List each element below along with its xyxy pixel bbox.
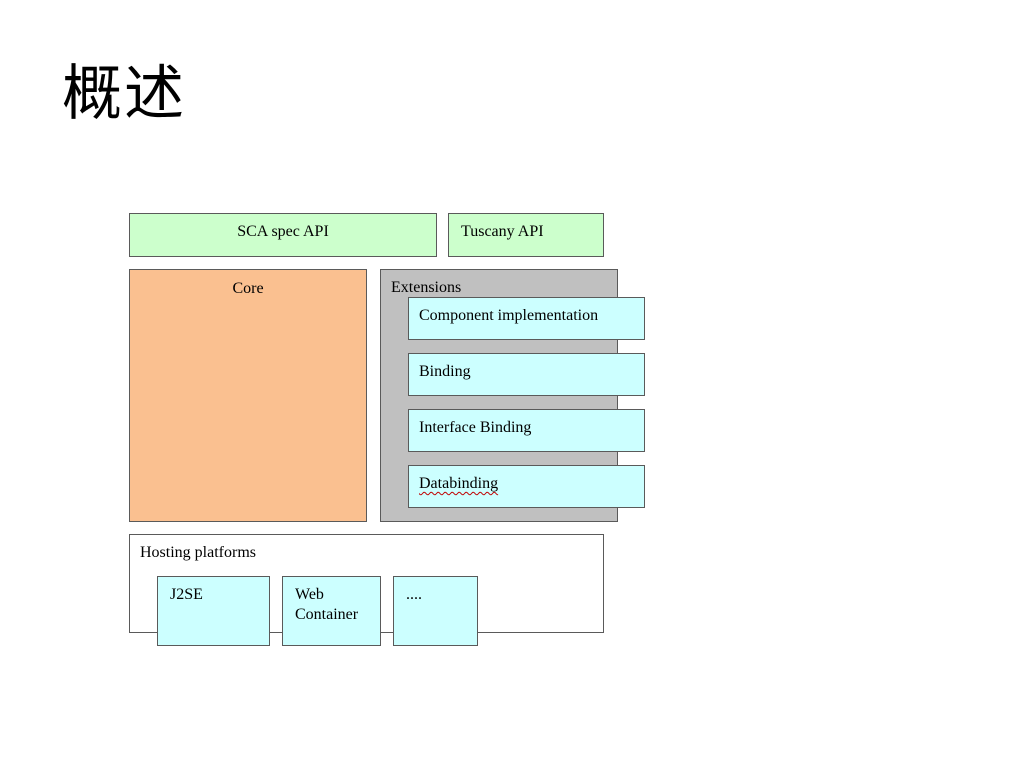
core-label: Core: [232, 280, 264, 297]
sca-spec-api-label: SCA spec API: [237, 223, 329, 240]
hosting-platforms-label: Hosting platforms: [140, 544, 256, 561]
platform-j2se: J2SE: [157, 576, 270, 646]
platform-label-line1: J2SE: [170, 586, 203, 603]
platform-more: ....: [393, 576, 478, 646]
extension-item-component-implementation: Component implementation: [408, 297, 645, 340]
platform-label-line2: Container: [295, 606, 359, 623]
tuscany-api-box: Tuscany API: [448, 213, 604, 257]
extension-item-interface-binding: Interface Binding: [408, 409, 645, 452]
extensions-label: Extensions: [391, 279, 462, 296]
platform-label-line1: ....: [406, 586, 422, 603]
tuscany-api-label: Tuscany API: [461, 223, 544, 240]
slide-title: 概述: [62, 59, 186, 129]
extension-item-binding: Binding: [408, 353, 645, 396]
extension-item-databinding: Databinding: [408, 465, 645, 508]
extension-item-label: Component implementation: [419, 307, 599, 324]
sca-spec-api-box: SCA spec API: [129, 213, 437, 257]
core-box: Core: [129, 269, 367, 522]
extension-item-label: Binding: [419, 363, 471, 380]
platform-web-container: Web Container: [282, 576, 381, 646]
platform-label-line1: Web: [295, 586, 324, 603]
extension-item-label: Databinding: [419, 475, 499, 492]
extension-item-label: Interface Binding: [419, 419, 532, 436]
